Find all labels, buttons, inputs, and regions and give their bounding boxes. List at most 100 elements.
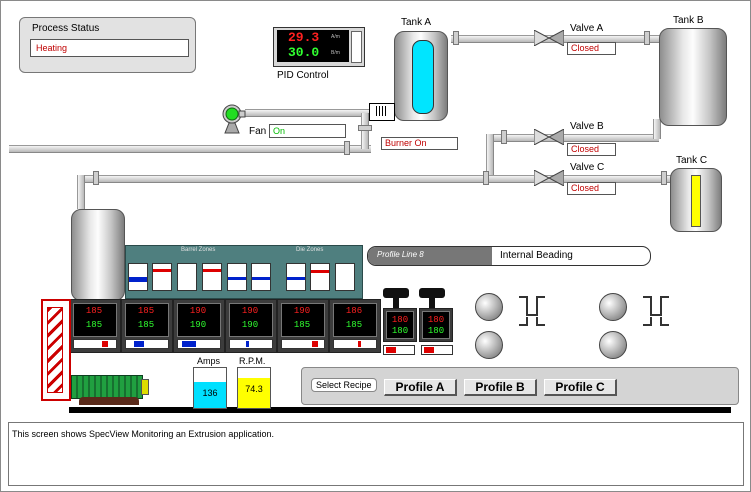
pid-label: PID Control xyxy=(277,70,329,81)
valve-c-label: Valve C xyxy=(570,162,605,173)
valve-a-label: Valve A xyxy=(570,23,604,34)
tank-c-label: Tank C xyxy=(676,155,708,166)
amps-gauge: 136 xyxy=(193,367,227,409)
temp-1-sp: 185 xyxy=(85,306,103,316)
pipe-vertical-b xyxy=(486,134,494,182)
burner[interactable] xyxy=(369,103,395,121)
amps-value: 136 xyxy=(202,388,218,398)
profile-b-button[interactable]: Profile B xyxy=(464,379,537,396)
heater-1-display xyxy=(386,311,414,339)
temp-module-1[interactable]: 185 185 xyxy=(69,299,121,353)
process-status-value: Heating xyxy=(30,39,189,57)
pipe-fan-to-burner xyxy=(245,109,375,117)
profile-a-button[interactable]: Profile A xyxy=(384,379,457,396)
recipe-panel: Select Recipe Profile A Profile B Profil… xyxy=(301,367,739,405)
gearbox-stripes xyxy=(47,307,63,393)
valve-b[interactable] xyxy=(534,129,564,145)
description-text: This screen shows SpecView Monitoring an… xyxy=(12,429,274,439)
roller-3 xyxy=(599,293,627,321)
flange-b1 xyxy=(501,130,507,144)
die-profile-2 xyxy=(643,296,669,326)
process-status-panel: Process Status Heating xyxy=(19,17,196,73)
zone-panel: Barrel Zones Die Zones xyxy=(125,245,363,299)
zone-box-4 xyxy=(202,263,222,291)
zone-box-2 xyxy=(152,263,172,291)
temp-3-display xyxy=(177,303,221,337)
heater-2-pv: 180 xyxy=(427,326,445,336)
profile-c-button[interactable]: Profile C xyxy=(544,379,617,396)
temp-5-bar xyxy=(281,339,325,349)
zone-box-9 xyxy=(335,263,355,291)
roller-1 xyxy=(475,293,503,321)
pid-unit-bottom: B/m xyxy=(331,50,340,56)
temp-module-5[interactable]: 190 185 xyxy=(277,299,329,353)
tank-c[interactable] xyxy=(670,168,722,232)
pipe-to-valve-c xyxy=(81,175,671,183)
temp-5-pv: 185 xyxy=(293,320,311,330)
zone-box-6 xyxy=(251,263,271,291)
temp-module-4[interactable]: 190 190 xyxy=(225,299,277,353)
zone-box-3 xyxy=(177,263,197,291)
temp-6-sp: 186 xyxy=(345,306,363,316)
temp-3-bar xyxy=(177,339,221,349)
motor-body xyxy=(71,375,143,399)
hopper[interactable] xyxy=(71,209,125,301)
valve-b-label: Valve B xyxy=(570,121,604,132)
heater-module-2[interactable]: 180 180 xyxy=(419,308,453,342)
temp-2-display xyxy=(125,303,169,337)
pipe-hopper-drop xyxy=(77,175,85,209)
pid-pv: 30.0 xyxy=(288,45,320,60)
temp-module-3[interactable]: 190 190 xyxy=(173,299,225,353)
temp-3-pv: 190 xyxy=(189,320,207,330)
pipe-riser-mid xyxy=(361,113,369,149)
heater-2-sp: 180 xyxy=(427,315,445,325)
profile-line-tag: Profile Line 8 xyxy=(368,247,492,265)
heater-module-1[interactable]: 180 180 xyxy=(383,308,417,342)
pid-controller[interactable]: 29.3 30.0 A/m B/m xyxy=(273,27,365,67)
tank-a[interactable] xyxy=(394,31,448,121)
flange-a1 xyxy=(453,31,459,45)
motor-end xyxy=(141,379,149,395)
temp-4-bar xyxy=(229,339,273,349)
temp-3-sp: 190 xyxy=(189,306,207,316)
tank-a-level xyxy=(412,40,434,114)
profile-bar[interactable]: Profile Line 8 Internal Beading xyxy=(367,246,651,266)
temp-6-pv: 185 xyxy=(345,320,363,330)
temp-module-2[interactable]: 185 185 xyxy=(121,299,173,353)
valve-c[interactable] xyxy=(534,170,564,186)
pid-unit-top: A/m xyxy=(331,34,340,40)
flange-main xyxy=(344,141,350,155)
roller-2 xyxy=(475,331,503,359)
profile-line-label: Profile Line 8 xyxy=(377,250,424,259)
fan-icon[interactable] xyxy=(219,103,247,135)
die-zones-label: Die Zones xyxy=(296,247,324,253)
heater-cap-1 xyxy=(383,288,409,298)
profile-name: Internal Beading xyxy=(500,250,573,261)
motor[interactable] xyxy=(67,373,149,399)
pid-side-indicators xyxy=(351,31,362,63)
flange-c3 xyxy=(661,171,667,185)
amps-label: Amps xyxy=(197,356,221,366)
zone-box-1 xyxy=(128,263,148,291)
valve-a[interactable] xyxy=(534,30,564,46)
description-box: This screen shows SpecView Monitoring an… xyxy=(8,422,744,486)
temp-4-display xyxy=(229,303,273,337)
temp-6-bar xyxy=(333,339,377,349)
motor-base xyxy=(79,397,139,405)
temp-module-6[interactable]: 186 185 xyxy=(329,299,381,353)
burner-status: Burner On xyxy=(381,137,458,150)
zone-box-8 xyxy=(310,263,330,291)
temp-6-display xyxy=(333,303,377,337)
extruder-rail xyxy=(69,407,731,413)
temp-2-sp: 185 xyxy=(137,306,155,316)
valve-c-status: Closed xyxy=(567,182,616,195)
temp-4-pv: 190 xyxy=(241,320,259,330)
process-status-title: Process Status xyxy=(32,23,100,34)
tank-c-level xyxy=(691,175,701,227)
tank-b[interactable] xyxy=(659,28,727,126)
pid-display xyxy=(277,30,349,62)
barrel-zones-label: Barrel Zones xyxy=(181,247,216,253)
zone-box-5 xyxy=(227,263,247,291)
temp-2-pv: 185 xyxy=(137,320,155,330)
